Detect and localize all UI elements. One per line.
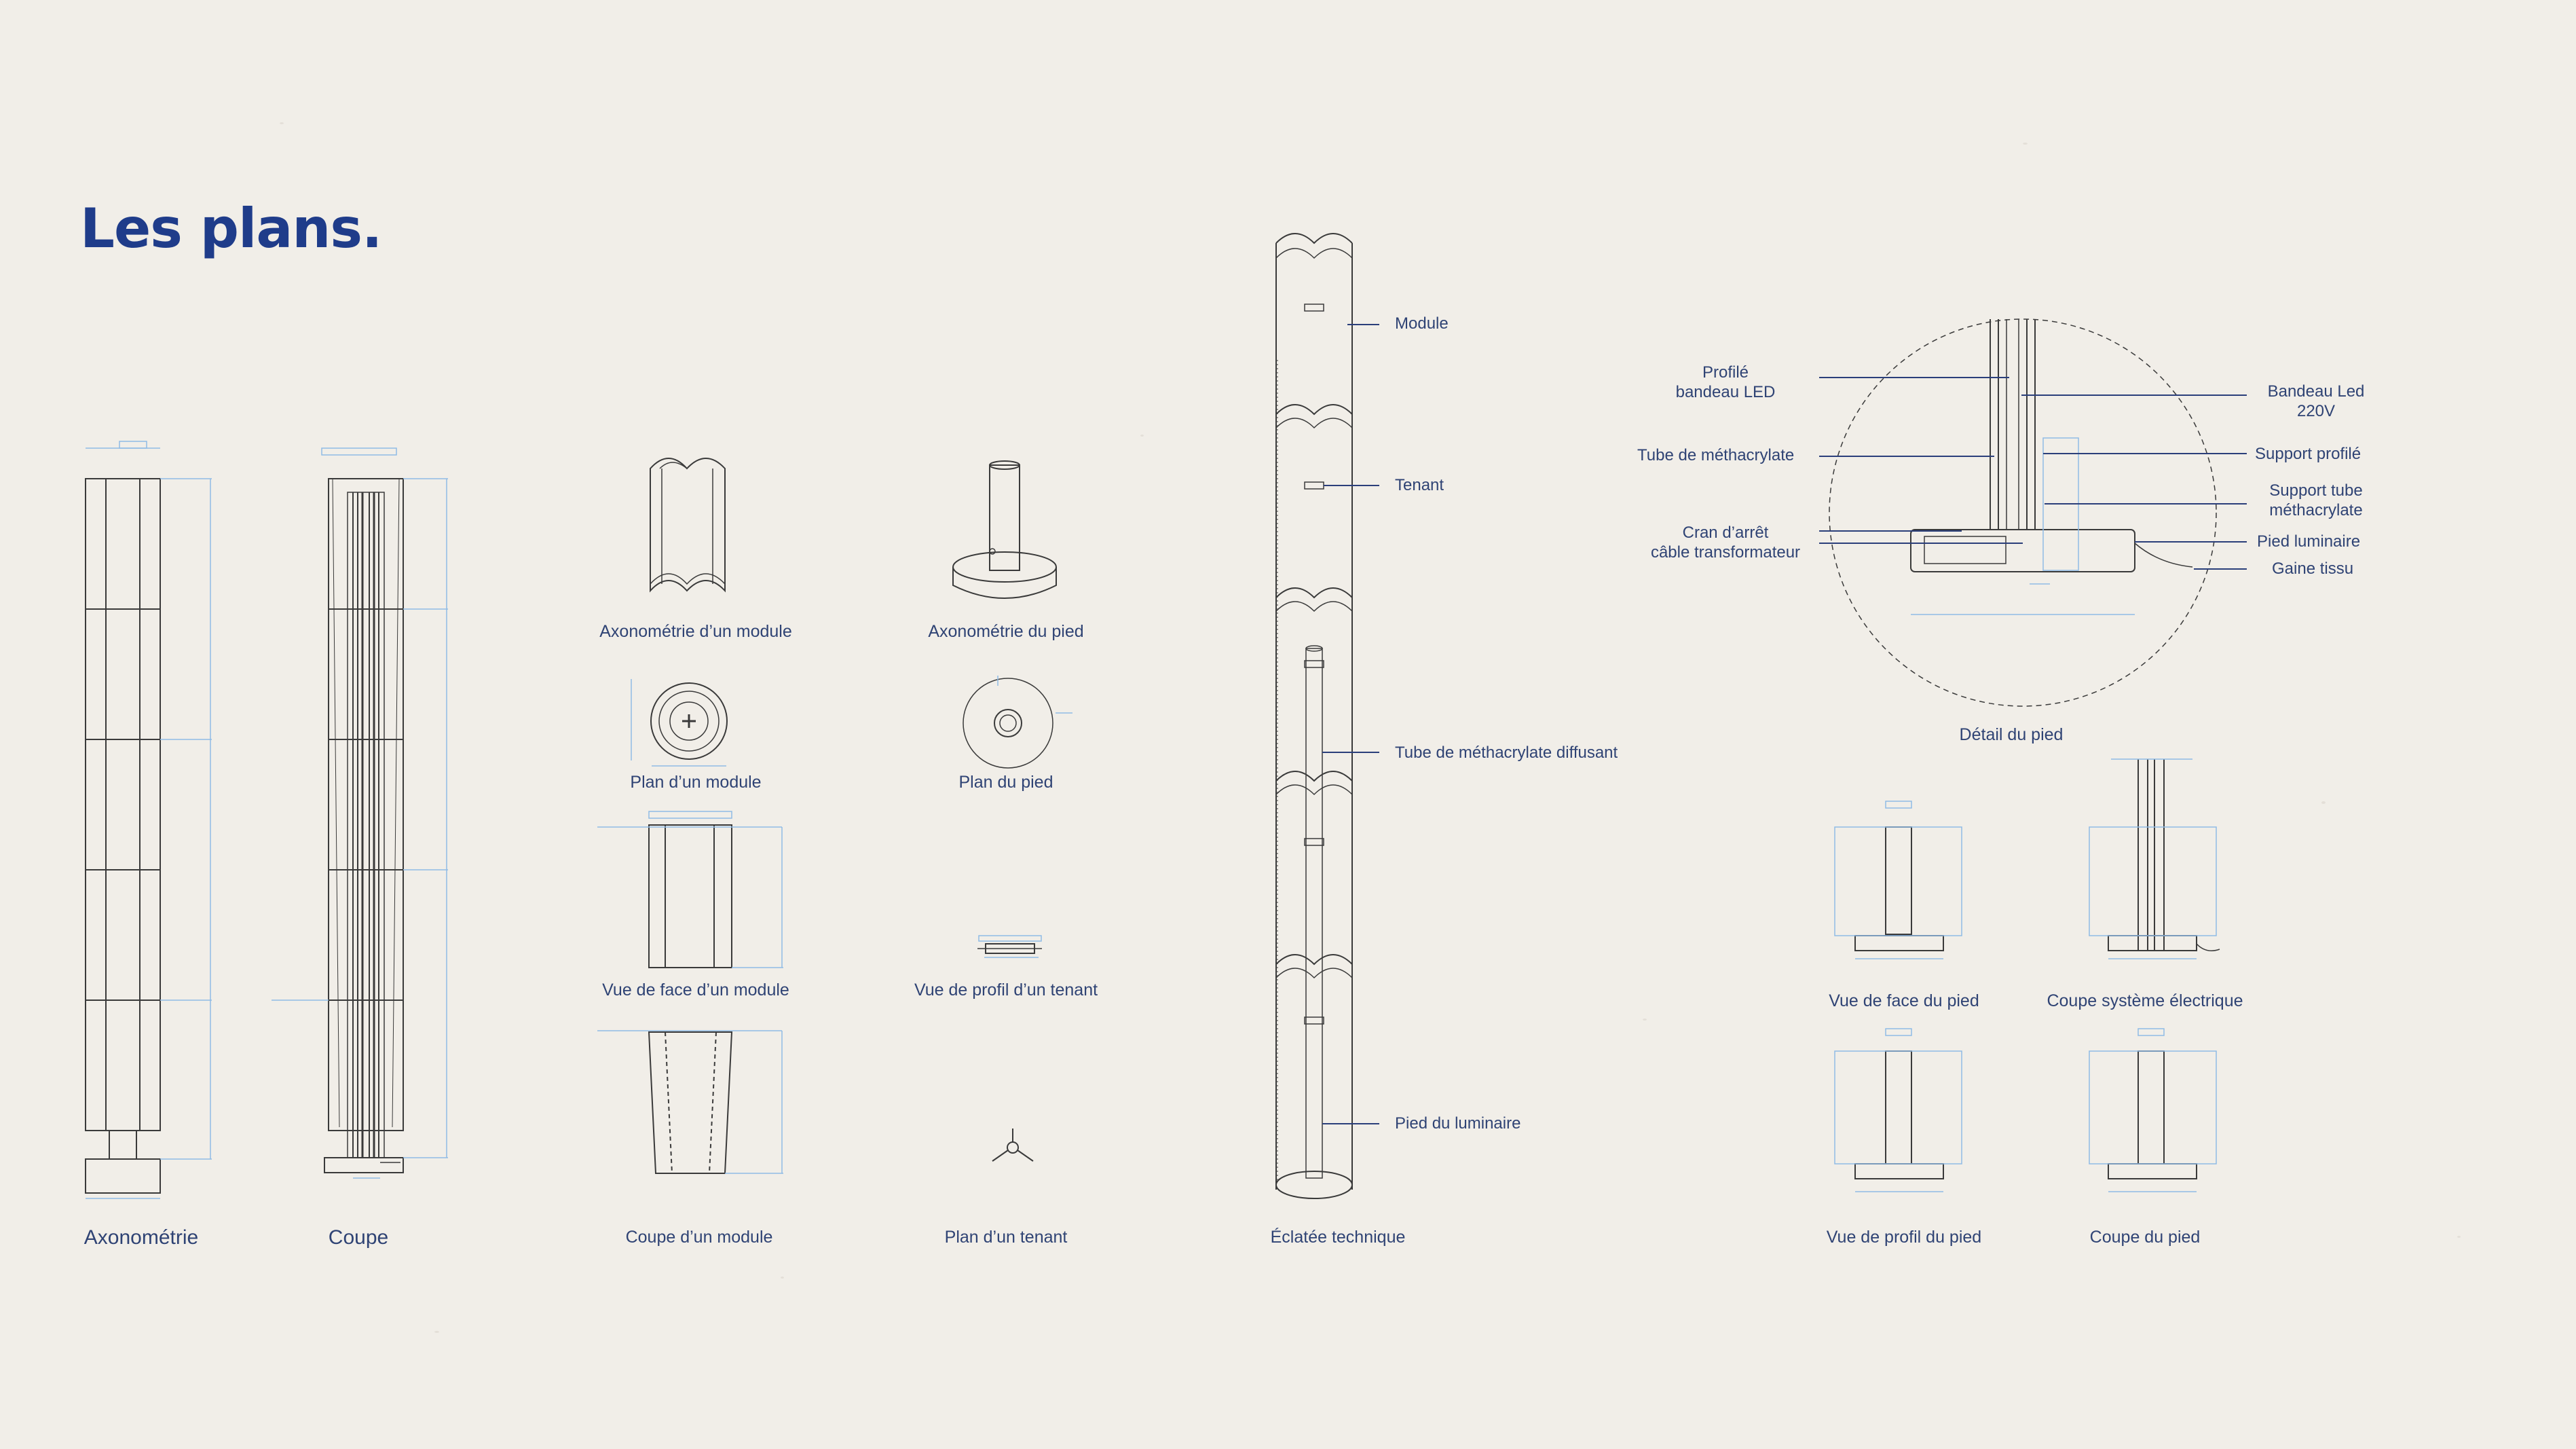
caption-eclatee: Éclatée technique — [1270, 1228, 1406, 1247]
profil-pied-drawing — [1834, 1028, 1962, 1192]
label-bandeau: Bandeau Led 220V — [2267, 382, 2365, 420]
label-tube-metha: Tube de méthacrylate — [1637, 446, 1795, 464]
caption-plan-pied: Plan du pied — [958, 773, 1053, 792]
coupe-elec-drawing — [2089, 758, 2220, 959]
caption-face-module: Vue de face d’un module — [602, 980, 789, 999]
caption-face-pied: Vue de face du pied — [1829, 991, 1979, 1010]
caption-detail-pied: Détail du pied — [1959, 725, 2064, 744]
caption-coupe: Coupe — [328, 1226, 389, 1249]
caption-coupe-pied: Coupe du pied — [2089, 1228, 2201, 1247]
label-tenant: Tenant — [1395, 476, 1444, 494]
face-pied-drawing — [1834, 801, 1962, 959]
label-module: Module — [1395, 314, 1449, 333]
axonometrie-drawing — [85, 441, 212, 1199]
label-support-tube: Support tube méthacrylate — [2269, 481, 2363, 519]
caption-profil-pied: Vue de profil du pied — [1826, 1228, 1982, 1247]
coupe-pied-drawing — [2089, 1028, 2217, 1192]
caption-axonometrie: Axonométrie — [83, 1226, 199, 1249]
leader-lines — [1322, 324, 2247, 1124]
caption-axo-module: Axonométrie d’un module — [599, 622, 792, 641]
label-tube: Tube de méthacrylate diffusant — [1395, 744, 1618, 762]
caption-coupe-module: Coupe d’un module — [625, 1228, 773, 1247]
axo-module-drawing — [650, 458, 726, 593]
caption-coupe-elec: Coupe système électrique — [2047, 991, 2243, 1010]
plan-module-drawing — [631, 679, 728, 767]
label-pied: Pied du luminaire — [1395, 1114, 1521, 1133]
plan-pied-drawing — [963, 676, 1072, 769]
label-profile-led: Profilé bandeau LED — [1675, 363, 1776, 401]
eclatee-drawing — [1275, 233, 1353, 1199]
label-cran: Cran d’arrêt câble transformateur — [1650, 524, 1801, 562]
caption-axo-pied: Axonométrie du pied — [928, 622, 1084, 641]
coupe-module-drawing — [597, 1030, 783, 1174]
detail-pied-drawing — [1829, 318, 2217, 707]
caption-profil-tenant: Vue de profil d’un tenant — [914, 980, 1098, 999]
plan-tenant-drawing — [992, 1129, 1034, 1162]
face-module-drawing — [597, 811, 783, 968]
label-support-profile: Support profilé — [2255, 445, 2362, 463]
label-pied-luminaire: Pied luminaire — [2257, 532, 2361, 551]
coupe-drawing — [272, 447, 448, 1179]
caption-plan-module: Plan d’un module — [630, 773, 762, 792]
caption-plan-tenant: Plan d’un tenant — [944, 1228, 1068, 1247]
label-gaine: Gaine tissu — [2272, 560, 2354, 578]
page-title: Les plans. — [80, 197, 382, 260]
axo-pied-drawing — [952, 460, 1057, 599]
profil-tenant-drawing — [977, 935, 1042, 958]
